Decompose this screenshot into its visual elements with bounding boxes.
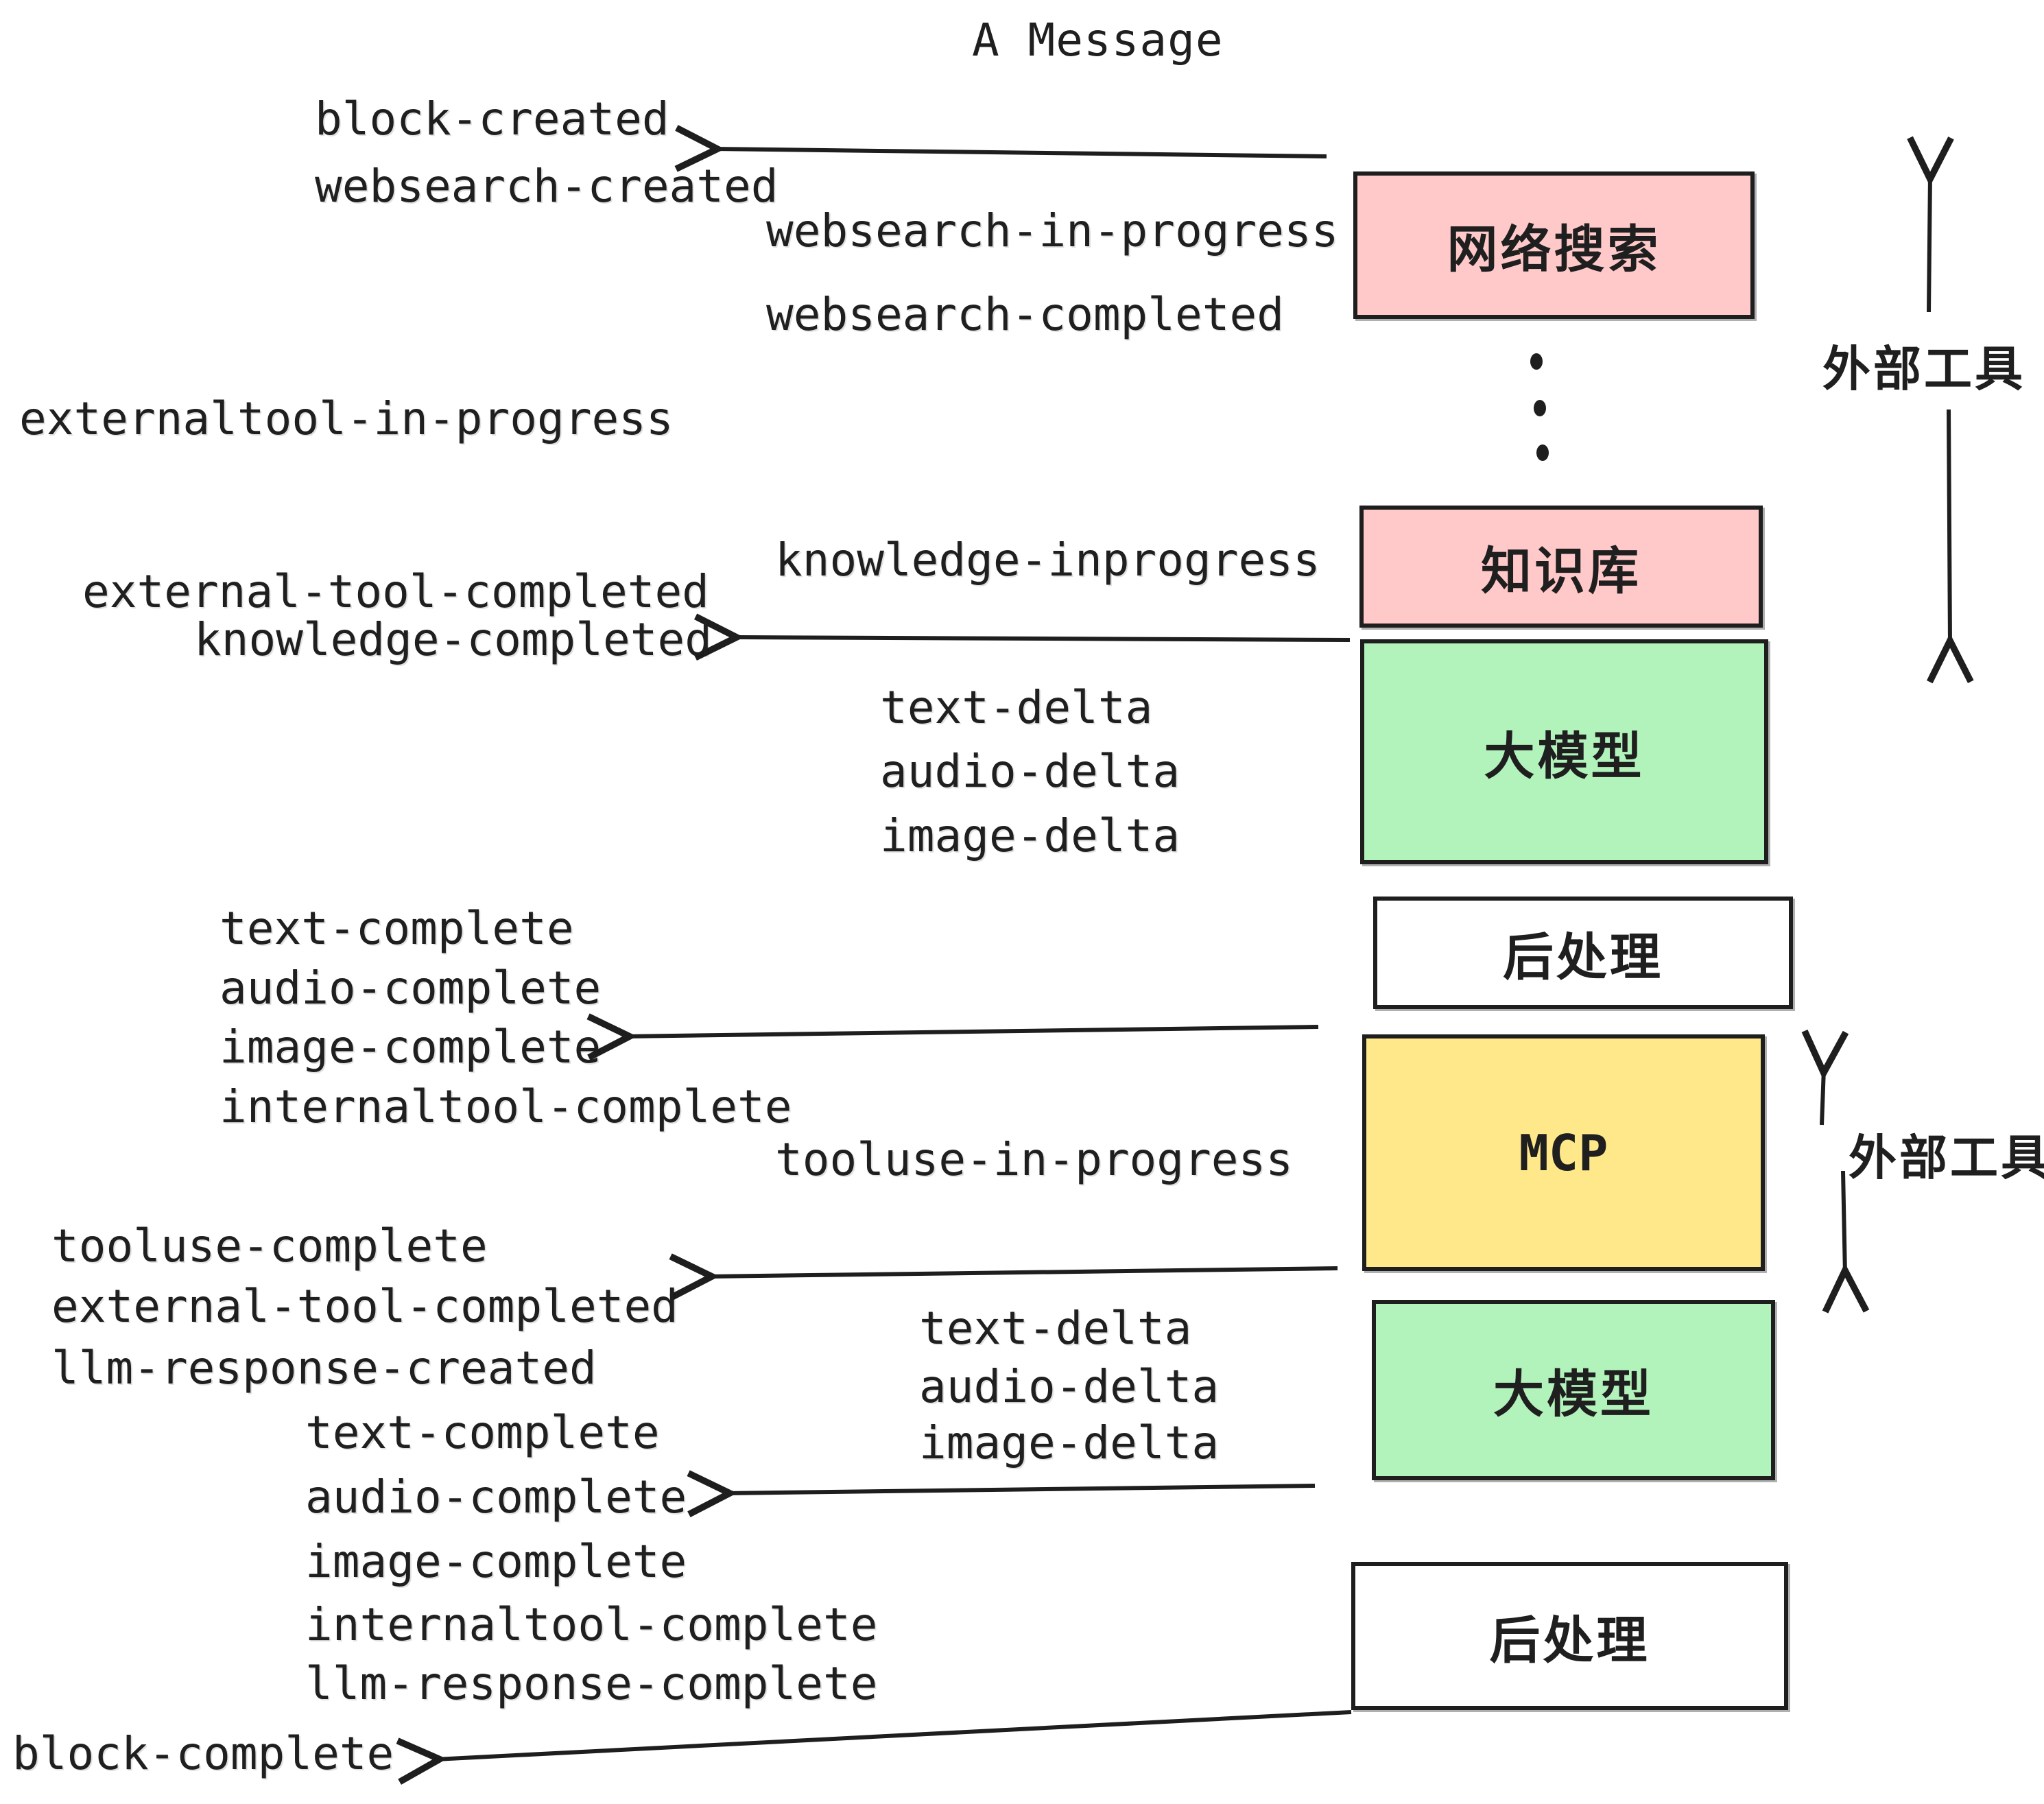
event-tooluse-in-progress: tooluse-in-progress [775, 1133, 1293, 1186]
box-knowledge-label: 知识库 [1481, 542, 1641, 600]
event-image-delta-2: image-delta [919, 1416, 1220, 1469]
arrow-websearch-to-block-created [674, 125, 1327, 172]
box-postprocess-top-label: 后处理 [1503, 928, 1663, 986]
event-text-complete: text-complete [219, 902, 574, 955]
event-internaltool-complete: internaltool-complete [219, 1080, 792, 1133]
event-text-delta-2: text-delta [919, 1302, 1192, 1355]
event-image-complete-2: image-complete [305, 1535, 687, 1588]
event-image-delta: image-delta [880, 809, 1180, 862]
box-websearch-label: 网络搜索 [1447, 221, 1661, 278]
ellipsis-dot-2 [1534, 400, 1546, 416]
box-websearch: 网络搜索 [1353, 171, 1755, 319]
ellipsis-dot-1 [1530, 353, 1543, 370]
arrow-external-tools-top-up [1907, 136, 1954, 313]
event-websearch-in-progress: websearch-in-progress [766, 204, 1339, 257]
event-internaltool-complete-2: internaltool-complete [305, 1598, 878, 1651]
box-postprocess-bottom-label: 后处理 [1489, 1611, 1650, 1669]
arrow-postprocess-to-block-complete [396, 1710, 1352, 1785]
event-audio-delta-2: audio-delta [919, 1360, 1220, 1413]
event-knowledge-inprogress: knowledge-inprogress [775, 534, 1320, 586]
event-text-delta: text-delta [880, 681, 1153, 734]
arrow-external-tools-bottom-down [1822, 1170, 1870, 1314]
event-block-complete: block-complete [12, 1727, 394, 1780]
box-knowledge: 知识库 [1359, 506, 1763, 628]
event-llm-response-complete: llm-response-complete [305, 1657, 878, 1710]
box-mcp-label: MCP [1519, 1124, 1608, 1182]
event-tooluse-complete: tooluse-complete [51, 1220, 488, 1272]
event-websearch-created: websearch-created [315, 160, 779, 213]
box-llm-top-label: 大模型 [1484, 727, 1645, 785]
box-llm-top: 大模型 [1360, 639, 1768, 864]
arrow-mcp-to-image-complete [586, 1013, 1319, 1061]
box-postprocess-top: 后处理 [1373, 897, 1793, 1009]
box-llm-bottom: 大模型 [1372, 1300, 1775, 1480]
box-postprocess-bottom: 后处理 [1351, 1562, 1788, 1710]
event-websearch-completed: websearch-completed [766, 288, 1284, 341]
event-audio-complete-2: audio-complete [305, 1471, 687, 1523]
event-llm-response-created: llm-response-created [51, 1342, 597, 1394]
arrow-mcp-to-tooluse-complete [669, 1253, 1338, 1301]
page-title: A Message [972, 14, 1224, 67]
external-tools-label-bottom: 外部工具 [1849, 1131, 2044, 1185]
event-external-tool-completed-2: external-tool-completed [51, 1280, 678, 1333]
event-image-complete: image-complete [219, 1021, 602, 1073]
arrow-llm2-to-audio-complete [687, 1470, 1316, 1517]
event-audio-complete: audio-complete [219, 962, 602, 1014]
event-knowledge-completed: knowledge-completed [194, 613, 712, 666]
box-llm-bottom-label: 大模型 [1493, 1366, 1654, 1423]
arrow-external-tools-top-down [1927, 409, 1974, 684]
arrow-llm-to-knowledge-completed [693, 613, 1351, 661]
event-audio-delta: audio-delta [880, 745, 1180, 798]
external-tools-label-top: 外部工具 [1822, 342, 2025, 396]
event-block-created: block-created [315, 93, 669, 145]
event-externaltool-in-progress: externaltool-in-progress [19, 392, 674, 445]
event-text-complete-2: text-complete [305, 1406, 660, 1459]
event-external-tool-completed: external-tool-completed [82, 565, 709, 618]
box-mcp: MCP [1362, 1034, 1765, 1271]
ellipsis-dot-3 [1536, 444, 1549, 461]
arrow-external-tools-bottom-up [1801, 1029, 1849, 1126]
